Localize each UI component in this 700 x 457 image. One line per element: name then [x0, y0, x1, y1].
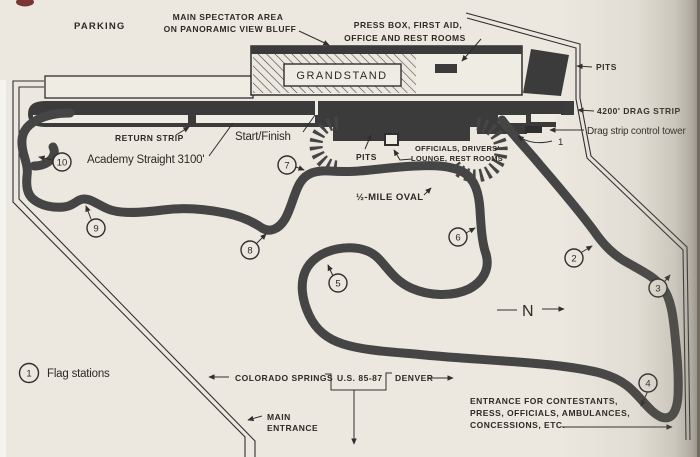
flag-station-9: 9 — [86, 218, 106, 238]
return-strip-lane-2 — [196, 115, 315, 123]
flag-station-8: 8 — [240, 240, 260, 260]
spectator-label-line2: ON PANORAMIC VIEW BLUFF — [164, 24, 297, 34]
map-labels: PARKING MAIN SPECTATOR AREA ON PANORAMIC… — [74, 12, 687, 433]
station5-arrow — [327, 264, 334, 277]
oval-arrow — [423, 187, 432, 196]
flag-station-10-number: 10 — [57, 158, 68, 169]
drag-control-tower-building — [525, 126, 542, 133]
flag-station-7: 7 — [277, 155, 297, 175]
start-finish-leader — [302, 114, 316, 133]
page-right-edge — [697, 0, 700, 457]
highway-label: U.S. 85-87 — [337, 373, 383, 383]
spectator-label-line1: MAIN SPECTATOR AREA — [173, 12, 284, 22]
station8-arrow — [256, 233, 267, 244]
drag-pits-area — [523, 49, 569, 96]
pit-apron-block — [333, 127, 470, 141]
legend-circle — [18, 362, 40, 384]
station1-leader — [517, 135, 553, 144]
officials-label-line1: OFFICIALS, DRIVERS' — [415, 144, 500, 153]
staging-slot-2 — [531, 114, 561, 122]
parking-strip-building — [44, 75, 254, 99]
start-finish-label: Start/Finish — [235, 131, 291, 143]
half-mile-oval-label: ½-MILE OVAL — [356, 192, 424, 203]
page-left-edge — [0, 80, 6, 457]
flag-station-7-number: 7 — [284, 161, 289, 172]
oval-right-bank — [448, 117, 508, 183]
spectator-leader — [298, 30, 330, 46]
oval-left-bank — [309, 116, 339, 174]
denver-label: DENVER — [395, 373, 433, 383]
contestants-entrance-line1: ENTRANCE FOR CONTESTANTS, — [470, 396, 618, 406]
return-strip-label: RETURN STRIP — [115, 133, 184, 143]
flag-station-5-number: 5 — [335, 279, 340, 290]
main-entrance-arrow — [247, 415, 263, 422]
highway-bracket — [325, 372, 392, 391]
press-box-label-line1: PRESS BOX, FIRST AID, — [354, 20, 462, 30]
contestants-entrance-line2: PRESS, OFFICIALS, AMBULANCES, — [470, 408, 630, 418]
station10-arrow — [38, 155, 53, 161]
station6-arrow — [465, 227, 476, 234]
page-curl-shadow — [560, 0, 700, 457]
legend-number: 1 — [26, 369, 31, 380]
flag-station-6-number: 6 — [455, 233, 460, 244]
flag-station-8-number: 8 — [247, 246, 252, 257]
station9-arrow — [85, 205, 92, 220]
flag-station-6: 6 — [448, 227, 468, 247]
contestants-entrance-line3: CONCESSIONS, ETC. — [470, 420, 565, 430]
press-box-label-line2: OFFICE AND REST ROOMS — [344, 33, 466, 43]
flag-station-10: 10 — [52, 152, 72, 172]
north-label: N — [522, 303, 534, 320]
oval-top-block — [477, 127, 527, 134]
legend-label: Flag stations — [47, 368, 110, 380]
press-box-building — [435, 64, 457, 73]
pits-center-arrow — [364, 134, 372, 150]
return-strip-arrow — [175, 126, 190, 136]
officials-arrow — [393, 149, 413, 161]
straight-band — [28, 101, 574, 127]
officials-label-line2: LOUNGE, REST ROOMS — [411, 154, 503, 163]
scan-artifact-red — [16, 0, 34, 7]
flag-station-9-number: 9 — [93, 224, 98, 235]
pits-center-label: PITS — [356, 152, 377, 162]
academy-straight-label: Academy Straight 3100' — [87, 154, 204, 166]
flag-station-5: 5 — [328, 273, 348, 293]
academy-leader — [208, 122, 234, 157]
start-finish-line-mark — [315, 101, 318, 115]
grandstand-label-box — [283, 63, 402, 87]
grandstand-label: GRANDSTAND — [296, 70, 387, 82]
press-box-leader — [461, 38, 482, 62]
staging-slot-1 — [498, 115, 526, 123]
legend-flag-stations: 1 Flag stations — [18, 362, 110, 384]
main-entrance-label-line1: MAIN — [267, 412, 291, 422]
station7-arrow — [295, 165, 305, 171]
parking-label: PARKING — [74, 21, 126, 32]
return-strip-lane-1 — [33, 115, 188, 123]
grandstand-building: GRANDSTAND — [250, 45, 523, 96]
oval-banking-ticks — [309, 116, 508, 183]
main-entrance-label-line2: ENTRANCE — [267, 423, 318, 433]
building-top-bar — [251, 46, 522, 54]
officials-building — [384, 133, 399, 146]
colorado-springs-label: COLORADO SPRINGS — [235, 373, 333, 383]
